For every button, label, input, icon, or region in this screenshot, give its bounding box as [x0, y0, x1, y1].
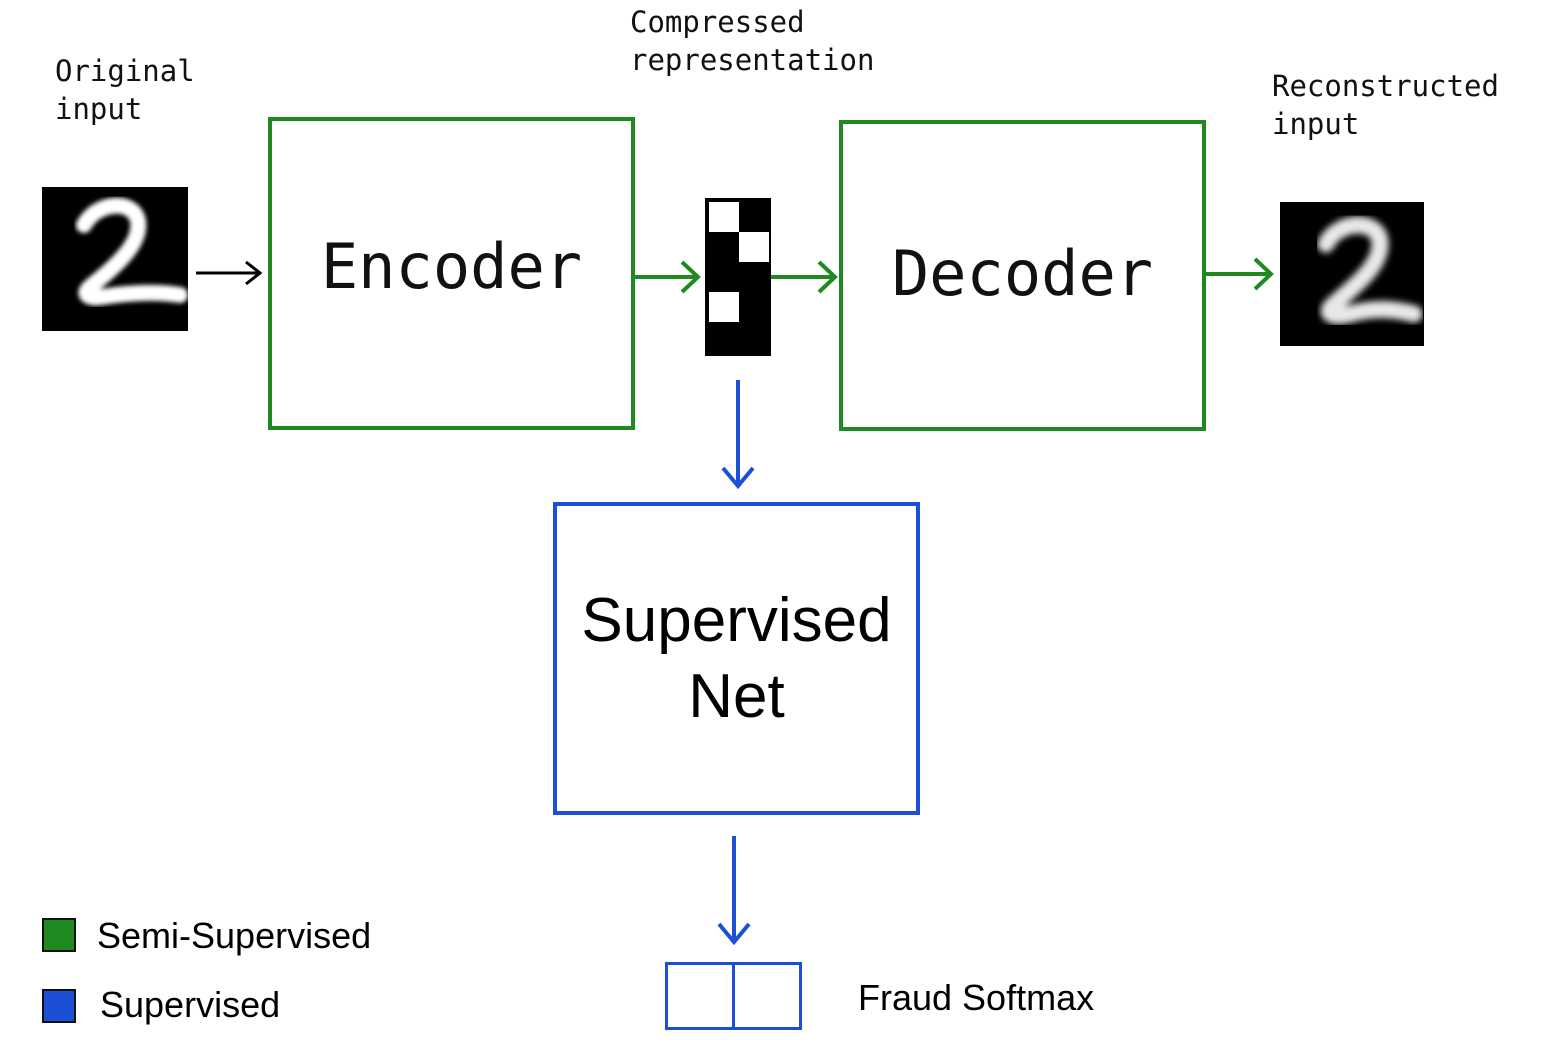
reconstructed-input-label: Reconstructed input	[1272, 69, 1499, 141]
code-cell-white	[739, 232, 769, 262]
supervised-net-box: Supervised Net	[553, 502, 920, 815]
arrow-supervised-net-to-softmax	[717, 836, 751, 946]
legend-swatch-supervised	[42, 989, 76, 1023]
encoder-label: Encoder	[320, 230, 583, 303]
decoder-box: Decoder	[839, 120, 1206, 431]
digit-2-icon	[1317, 216, 1423, 325]
softmax-cell	[668, 965, 735, 1027]
arrow-decoder-to-output	[1206, 257, 1274, 291]
compressed-representation-vector	[705, 198, 771, 356]
legend-label-supervised: Supervised	[100, 984, 281, 1025]
supervised-net-label: Supervised Net	[581, 585, 892, 731]
decoder-label: Decoder	[891, 237, 1154, 310]
encoder-box: Encoder	[268, 117, 635, 430]
code-cell-white	[709, 202, 739, 232]
fraud-softmax-label: Fraud Softmax	[858, 977, 1095, 1018]
original-input-label: Original input	[55, 54, 195, 126]
fraud-softmax-output	[665, 962, 802, 1030]
compressed-representation-label: Compressed representation	[630, 5, 875, 77]
arrow-input-to-encoder	[196, 260, 263, 286]
reconstructed-input-image	[1280, 202, 1424, 346]
legend-label-semi-supervised: Semi-Supervised	[97, 915, 372, 956]
arrow-code-to-supervised-net	[721, 380, 755, 490]
legend-swatch-semi-supervised	[42, 918, 76, 952]
arrow-code-to-decoder	[771, 260, 838, 294]
code-cell-white	[709, 292, 739, 322]
original-input-image	[42, 187, 188, 331]
arrow-encoder-to-code	[635, 260, 701, 294]
digit-2-icon	[76, 197, 188, 306]
